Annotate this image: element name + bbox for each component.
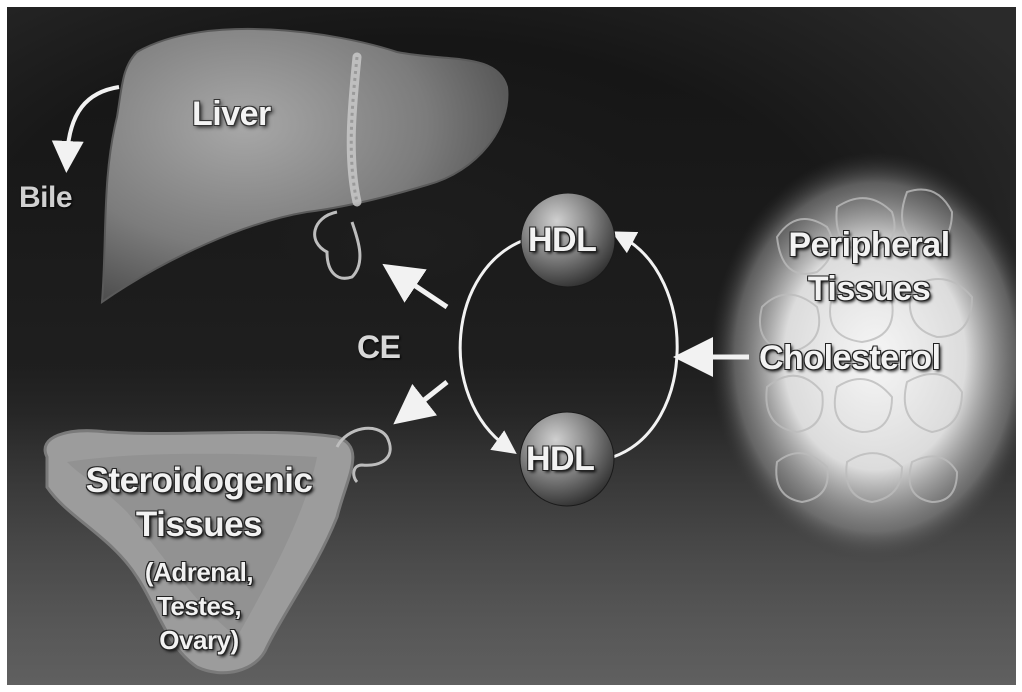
liver-label: Liver <box>192 95 271 134</box>
peripheral-tissues-label: Peripheral Tissues <box>769 223 969 311</box>
peripheral-line-1: Peripheral <box>769 223 969 267</box>
ce-to-liver-arrow <box>399 275 447 307</box>
steroid-line-1: Steroidogenic <box>69 459 329 503</box>
steroidogenic-label: Steroidogenic Tissues <box>69 459 329 547</box>
steroidogenic-examples: (Adrenal, Testes, Ovary) <box>119 555 279 657</box>
steroid-line-5: Ovary) <box>119 623 279 657</box>
peripheral-line-2: Tissues <box>769 267 969 311</box>
steroid-line-4: Testes, <box>119 589 279 623</box>
hdl-bottom-label: HDL <box>526 440 594 479</box>
cholesterol-label: Cholesterol <box>759 339 941 378</box>
diagram-frame: Liver Bile HDL HDL CE Peripheral Tissues… <box>7 7 1016 685</box>
liver-organ-icon <box>102 29 507 302</box>
ce-label: CE <box>357 329 400 366</box>
bile-label: Bile <box>19 181 72 215</box>
hdl-cycle-left-arc <box>460 239 527 447</box>
ce-to-steroid-arrow <box>409 382 447 412</box>
hdl-cycle-right-arc <box>613 237 677 457</box>
steroid-line-2: Tissues <box>69 503 329 547</box>
hdl-top-label: HDL <box>528 221 596 260</box>
steroid-line-3: (Adrenal, <box>119 555 279 589</box>
